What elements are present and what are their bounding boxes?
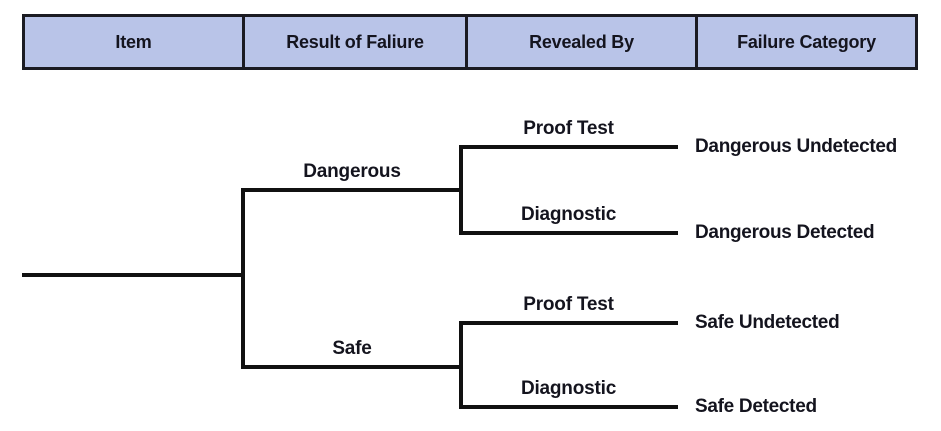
safe-branch-line <box>241 365 463 369</box>
safe-diagnostic-line <box>459 405 678 409</box>
branch-label-safe: Safe <box>332 338 372 359</box>
result-split-connector <box>241 188 245 369</box>
header-result-of-failure: Result of Faliure <box>245 17 468 67</box>
safe-revealed-split-connector <box>459 321 463 409</box>
header-item: Item <box>25 17 245 67</box>
category-dangerous-detected: Dangerous Detected <box>695 222 875 243</box>
category-dangerous-undetected: Dangerous Undetected <box>695 136 897 157</box>
column-header-table: Item Result of Faliure Revealed By Failu… <box>22 14 918 70</box>
safe-proof-test-line <box>459 321 678 325</box>
branch-label-dangerous: Dangerous <box>303 161 401 182</box>
revealed-label-dangerous-diagnostic: Diagnostic <box>520 204 617 225</box>
dangerous-diagnostic-line <box>459 231 678 235</box>
revealed-label-safe-diagnostic: Diagnostic <box>520 378 617 399</box>
category-safe-undetected: Safe Undetected <box>695 312 840 333</box>
revealed-label-dangerous-proof-test: Proof Test <box>523 118 614 139</box>
category-safe-detected: Safe Detected <box>695 396 817 417</box>
dangerous-revealed-split-connector <box>459 145 463 235</box>
root-branch-line <box>22 273 245 277</box>
revealed-label-safe-proof-test: Proof Test <box>523 294 614 315</box>
header-revealed-by: Revealed By <box>468 17 698 67</box>
header-failure-category: Failure Category <box>737 31 876 52</box>
dangerous-branch-line <box>241 188 463 192</box>
dangerous-proof-test-line <box>459 145 678 149</box>
